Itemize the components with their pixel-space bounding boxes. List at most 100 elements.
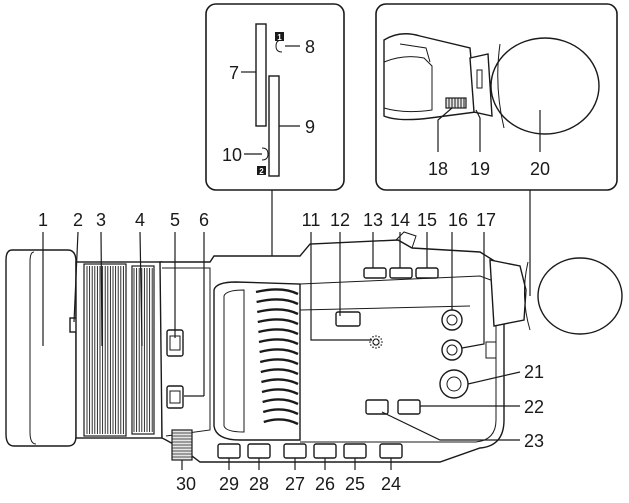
callout-24: 24 <box>381 474 401 494</box>
main-eyecup-rim <box>523 261 531 331</box>
callout-19: 19 <box>470 159 490 179</box>
vent-slat <box>261 388 299 396</box>
main-eyecup <box>537 257 623 335</box>
speaker-hole <box>376 338 379 341</box>
leader-11 <box>310 232 372 341</box>
button-24[interactable] <box>379 443 403 459</box>
speaker-hole <box>373 338 376 341</box>
lcd-monitor-edge <box>223 289 245 433</box>
eyecup-rim <box>497 43 505 129</box>
speaker-hole <box>373 343 376 346</box>
callout-6: 6 <box>199 210 209 230</box>
main-viewfinder <box>489 259 527 327</box>
callout-28: 28 <box>249 474 269 494</box>
round-button-21[interactable] <box>439 369 469 399</box>
leader-4 <box>139 231 143 347</box>
button-25[interactable] <box>343 443 367 459</box>
vent-slat <box>260 368 299 376</box>
vent-slat <box>257 318 299 326</box>
button-13[interactable] <box>363 267 387 279</box>
button-28[interactable] <box>247 443 271 459</box>
user-button-6[interactable] <box>166 385 184 409</box>
callout-27: 27 <box>285 474 305 494</box>
button-23[interactable] <box>365 399 389 415</box>
eyecup-inset-frame <box>375 3 618 191</box>
card-slot-inset: 1 2 7 8 9 10 <box>205 3 345 191</box>
viewfinder-panel <box>383 56 433 113</box>
card-slot-2 <box>268 75 280 177</box>
card-slot-inset-frame <box>205 3 345 191</box>
speaker-hole <box>375 344 377 346</box>
user-button-6-inner <box>169 390 181 404</box>
button-26[interactable] <box>313 443 337 459</box>
slot-1-badge: 1 <box>277 33 282 42</box>
vent-slat <box>256 308 299 316</box>
speaker-hole <box>375 347 377 349</box>
leader-18 <box>437 107 453 152</box>
round-button-16[interactable] <box>441 309 463 331</box>
vent-slat <box>262 408 299 416</box>
main-leaders <box>42 231 521 470</box>
speaker-hole <box>376 343 379 346</box>
callout-21: 21 <box>524 362 544 382</box>
callout-26: 26 <box>315 474 335 494</box>
speaker-hole <box>381 341 383 343</box>
button-14[interactable] <box>389 267 413 279</box>
button-12[interactable] <box>335 311 361 327</box>
callout-18: 18 <box>428 159 448 179</box>
card-access-lamp-2 <box>261 147 269 161</box>
speaker-hole <box>377 342 380 345</box>
callout-12: 12 <box>330 210 350 230</box>
speaker-hole <box>370 344 372 346</box>
speaker-hole <box>380 344 382 346</box>
vent-slats <box>255 288 299 426</box>
button-22[interactable] <box>397 399 421 415</box>
round-button-17[interactable] <box>441 339 463 361</box>
rear-panel <box>299 275 497 443</box>
camcorder-body <box>5 231 623 463</box>
speaker-hole <box>372 336 374 338</box>
button-27[interactable] <box>283 443 307 459</box>
vent-slat <box>255 288 299 296</box>
leader-3 <box>100 231 103 347</box>
leader-23 <box>381 411 520 441</box>
callout-25: 25 <box>345 474 365 494</box>
main-callouts: 1 2 3 4 5 6 11 12 13 14 15 16 17 21 22 2… <box>38 210 544 494</box>
vent-slat <box>256 298 299 306</box>
card-slot-1 <box>255 23 267 127</box>
callout-23: 23 <box>524 431 544 451</box>
button-15[interactable] <box>415 267 439 279</box>
slot-1-badge-box <box>275 32 284 41</box>
vent-slat <box>258 338 299 346</box>
callout-8: 8 <box>305 37 315 57</box>
speaker-hole <box>372 339 375 342</box>
callout-7: 7 <box>229 63 239 83</box>
callout-22: 22 <box>524 397 544 417</box>
side-jack-17 <box>485 341 497 359</box>
dial-30-ridges <box>172 432 192 458</box>
callout-15: 15 <box>417 210 437 230</box>
lens-hood-inner <box>29 251 37 445</box>
speaker-hole <box>375 338 377 340</box>
speaker-hole <box>372 342 375 345</box>
speaker-hole <box>380 338 382 340</box>
callout-30: 30 <box>176 474 196 494</box>
slot-2-badge-box <box>257 166 266 175</box>
callout-29: 29 <box>219 474 239 494</box>
speaker-hole <box>377 339 380 342</box>
button-29[interactable] <box>217 443 241 459</box>
leader-17 <box>461 232 485 349</box>
callout-11: 11 <box>302 210 321 230</box>
speaker-hole <box>372 346 374 348</box>
lens-hood <box>5 249 77 447</box>
speaker-hole <box>372 341 374 343</box>
focus-ring-ridges <box>86 266 127 434</box>
viewfinder-edge <box>399 43 431 63</box>
leader-2 <box>73 231 79 323</box>
callout-4: 4 <box>135 210 145 230</box>
speaker-hole <box>378 341 380 343</box>
callout-13: 13 <box>363 210 383 230</box>
callout-14: 14 <box>390 210 410 230</box>
